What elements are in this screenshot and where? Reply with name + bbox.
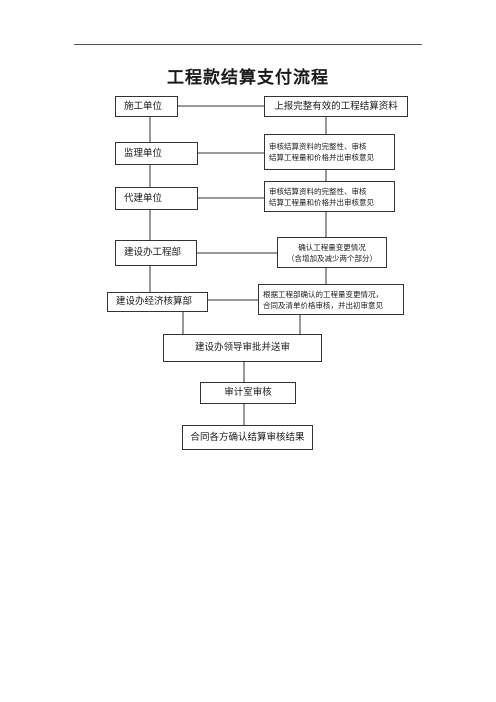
box-engineering-dept: 建设办工程部 (115, 240, 197, 266)
agent-review-line-2: 结算工程量和价格并出审核意见 (269, 197, 374, 207)
accounting-review-line-1: 根据工程部确认的工程量变更情况， (263, 289, 383, 299)
box-agent-review: 审核结算资料的完整性、审核 结算工程量和价格并出审核意见 (264, 181, 395, 212)
box-accounting-review: 根据工程部确认的工程量变更情况， 合同及清单价格审核，并出初审意见 (258, 284, 404, 315)
box-accounting-dept: 建设办经济核算部 (107, 292, 208, 312)
box-audit-office: 审计室审核 (200, 382, 296, 404)
box-leader-approval: 建设办领导审批并送审 (163, 334, 322, 362)
accounting-review-line-2: 合同及清单价格审核，并出初审意见 (263, 300, 383, 310)
agent-review-line-1: 审核结算资料的完整性、审核 (269, 186, 367, 196)
box-supervision-review: 审核结算资料的完整性、审核 结算工程量和价格并出审核意见 (264, 134, 395, 170)
box-construction-unit: 施工单位 (115, 96, 178, 117)
confirm-change-line-2: （含增加及减少两个部分） (287, 253, 377, 263)
box-agent-unit: 代建单位 (115, 187, 198, 210)
header-rule (74, 44, 422, 45)
page-title: 工程款结算支付流程 (167, 68, 329, 88)
box-final-confirm: 合同各方确认结算审核结果 (182, 425, 313, 450)
supervision-review-line-1: 审核结算资料的完整性、审核 (269, 142, 367, 151)
box-supervision-unit: 监理单位 (115, 142, 198, 165)
supervision-review-line-2: 结算工程量和价格并出审核意见 (269, 153, 374, 162)
box-confirm-change: 确认工程量变更情况 （含增加及减少两个部分） (277, 237, 387, 268)
confirm-change-line-1: 确认工程量变更情况 (298, 242, 366, 252)
box-submit-materials: 上报完整有效的工程结算资料 (264, 96, 408, 117)
